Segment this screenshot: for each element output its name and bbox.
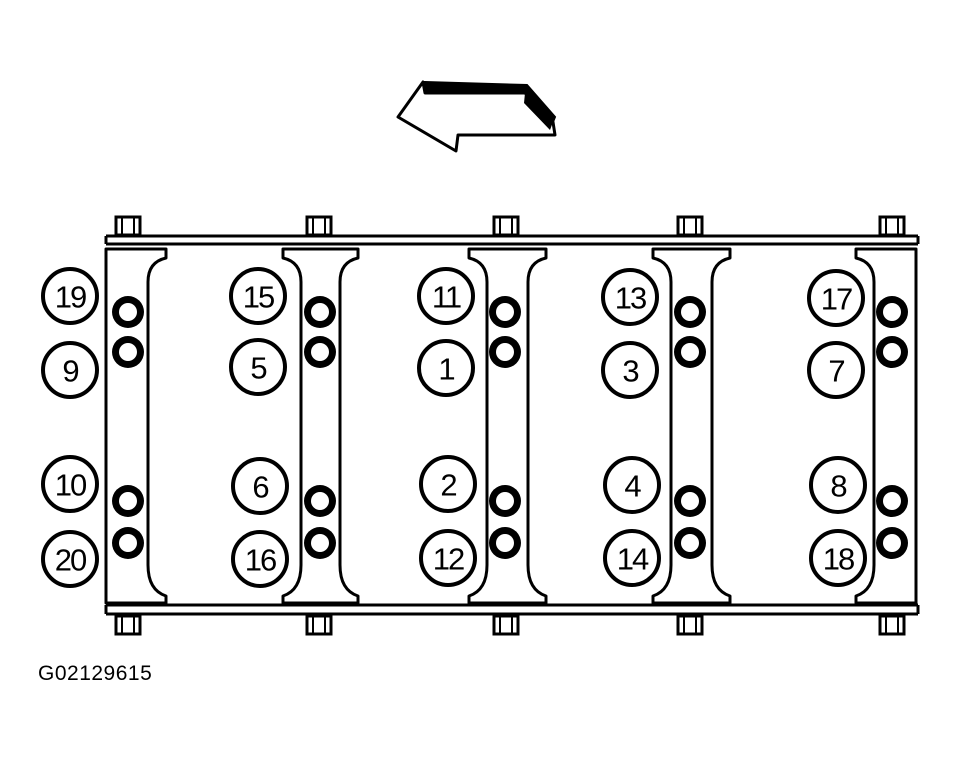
sequence-number: 11: [432, 280, 461, 315]
sequence-callout: 12: [419, 529, 477, 587]
sequence-callout: 2: [419, 455, 477, 513]
fastener-nut-icon: [305, 614, 333, 636]
sequence-number: 19: [55, 280, 86, 315]
sequence-number: 4: [624, 469, 641, 504]
bolt-heads: [112, 296, 908, 559]
sequence-callout: 1: [417, 339, 475, 397]
bolt-head-center: [496, 343, 514, 361]
bolt-head-center: [681, 343, 699, 361]
sequence-column-1: 19 9 10 20: [41, 267, 99, 588]
sequence-number: 3: [622, 354, 638, 389]
bolt-head-center: [883, 492, 901, 510]
fastener-nut-icon: [878, 614, 906, 636]
fastener-nut-icon: [492, 215, 520, 237]
sequence-callout: 5: [229, 338, 287, 396]
sequence-number: 8: [830, 469, 846, 504]
sequence-callout: 4: [603, 456, 661, 514]
top-tie-bar: [104, 234, 920, 246]
bolt-head-center: [119, 303, 137, 321]
sequence-column-2: 15 5 6 16: [229, 267, 289, 588]
sequence-column-3: 11 1 2 12: [417, 267, 477, 587]
fastener-nut-icon: [676, 215, 704, 237]
sequence-callout: 3: [601, 341, 659, 399]
sequence-number: 10: [55, 468, 87, 503]
fastener-nut-icon: [878, 215, 906, 237]
sequence-callout: 16: [231, 530, 289, 588]
sequence-number: 2: [440, 468, 456, 503]
sequence-number: 17: [821, 282, 852, 317]
bolt-head-center: [883, 343, 901, 361]
bolt-head-center: [311, 534, 329, 552]
sequence-callout: 14: [603, 529, 661, 587]
fastener-nut-icon: [114, 614, 142, 636]
bearing-cap-3: [467, 247, 548, 605]
arrow-left-icon: [396, 80, 557, 153]
bolt-head-center: [311, 343, 329, 361]
sequence-callout: 8: [809, 456, 867, 514]
top-fasteners: [114, 215, 906, 237]
sequence-callout: 6: [231, 457, 289, 515]
sequence-number: 20: [55, 543, 87, 578]
bolt-head-center: [311, 303, 329, 321]
sequence-column-5: 17 7 8 18: [807, 269, 867, 587]
sequence-callout: 19: [41, 267, 99, 325]
sequence-number: 6: [252, 470, 268, 505]
sequence-number: 15: [243, 280, 274, 315]
fastener-nut-icon: [305, 215, 333, 237]
bearing-cap-5: [854, 247, 918, 605]
sequence-column-4: 13 3 4 14: [601, 268, 661, 587]
bottom-fasteners: [114, 614, 906, 636]
fastener-nut-icon: [114, 215, 142, 237]
sequence-number: 9: [62, 354, 78, 389]
bolt-head-center: [311, 492, 329, 510]
sequence-number: 12: [433, 542, 464, 577]
bolt-head-center: [681, 534, 699, 552]
sequence-callout: 18: [809, 529, 867, 587]
sequence-callout: 20: [41, 530, 99, 588]
sequence-callout: 15: [229, 267, 287, 325]
sequence-number: 1: [438, 352, 454, 387]
bolt-head-center: [496, 534, 514, 552]
sequence-callout: 7: [807, 341, 865, 399]
sequence-number: 13: [615, 281, 646, 316]
sequence-number: 14: [617, 542, 649, 577]
bolt-head-center: [883, 534, 901, 552]
bolt-head-center: [119, 492, 137, 510]
bolt-head-center: [681, 492, 699, 510]
bolt-head-center: [119, 534, 137, 552]
bearing-cap-4: [651, 247, 732, 605]
bottom-tie-bar: [104, 603, 920, 616]
fastener-nut-icon: [676, 614, 704, 636]
bolt-head-center: [883, 303, 901, 321]
sequence-callout: 9: [41, 341, 99, 399]
sequence-callout: 17: [807, 269, 865, 327]
fastener-nut-icon: [492, 614, 520, 636]
sequence-number: 18: [823, 542, 854, 577]
figure-id-label: G02129615: [38, 662, 153, 685]
bolt-head-center: [496, 492, 514, 510]
bearing-cap-2: [281, 247, 360, 605]
bolt-head-center: [119, 343, 137, 361]
sequence-callout: 13: [601, 268, 659, 326]
sequence-number: 7: [828, 354, 844, 389]
sequence-number: 16: [245, 543, 276, 578]
sequence-number: 5: [250, 351, 266, 386]
sequence-callout: 11: [417, 267, 475, 325]
sequence-callout: 10: [41, 455, 99, 513]
bolt-head-center: [496, 303, 514, 321]
bolt-head-center: [681, 303, 699, 321]
